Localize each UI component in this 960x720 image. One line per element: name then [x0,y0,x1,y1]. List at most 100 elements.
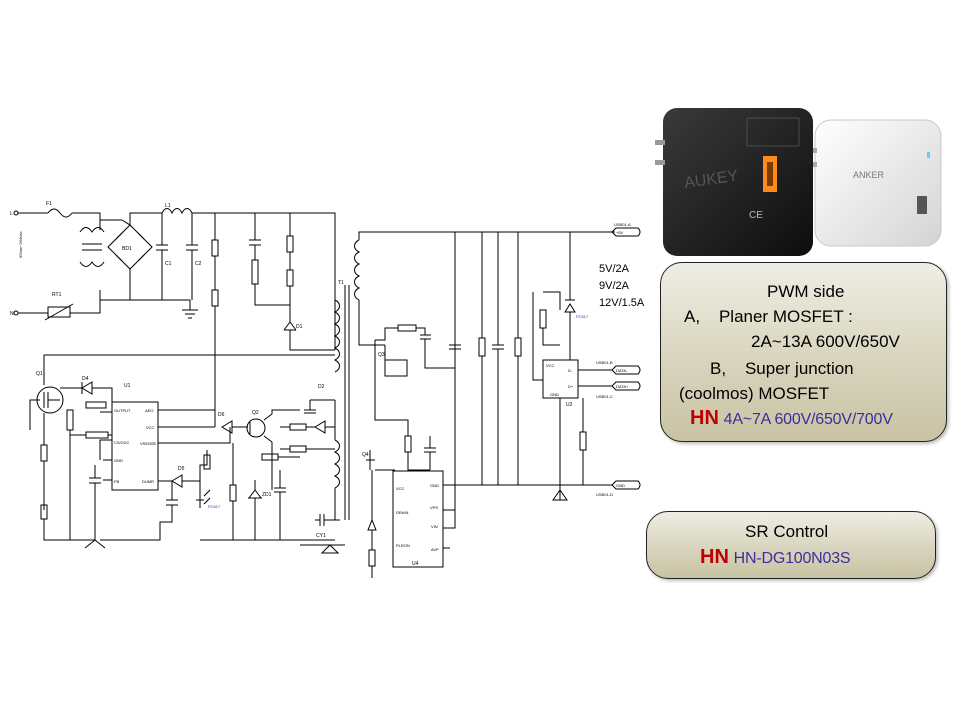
transformer-secondary [354,239,361,301]
resistor-r25 [85,431,109,439]
pwm-title: PWM side [767,282,845,301]
resistor-r2 [251,259,259,285]
label-u1-cs: CS/CDC [114,440,129,445]
label-u4-plron: PLRON [396,543,410,548]
label-u2-vcc: VCC [546,363,555,368]
capacitor-c12 [100,481,178,541]
label-c2: C2 [195,261,202,267]
capacitor-c14 [424,436,436,470]
connector-vbus [596,227,641,237]
label-usb-gnd: USB01-D [596,492,613,497]
label-u4: U4 [412,561,419,567]
label-usb-vbus: USB01-A [614,222,631,227]
label-u4-vcc: VCC [396,486,405,491]
resistor-r6 [203,454,211,470]
resistor-r18 [211,289,219,307]
diode-d6 [214,415,248,434]
diode-d3 [367,470,377,531]
capacitor-c11 [274,470,286,540]
label-ac-neutral: N [10,311,14,317]
spec-12v: 12V/1.5A [599,297,645,309]
label-conn-data-pos: DATA+ [616,384,629,389]
anker-logo-text: ANKER [853,170,885,180]
white-charger: ANKER [803,119,942,247]
label-pc817-a: PC817 [576,314,589,319]
resistor-r16 [261,453,279,461]
label-rt1: RT1 [52,292,62,298]
resistor-r1 [286,235,294,253]
label-l1: L1 [165,203,171,209]
label-pc817-b: PC817 [208,504,221,509]
connector-gnd [596,480,641,490]
transformer-aux [333,439,340,489]
label-d5: D5 [178,466,185,472]
capacitor-c2 [186,213,198,300]
resistor-r23 [478,337,486,357]
resistor-r17 [289,445,307,453]
resistor-r14 [289,423,307,431]
label-u1-output: OUTPUT [114,408,131,413]
fuse-symbol [47,208,73,218]
resistor-r13 [514,337,522,357]
label-d2: D2 [318,384,325,390]
zener-zd1 [248,480,262,540]
ic-u4 [392,470,444,568]
capacitor-c1 [156,213,168,300]
label-q3: Q3 [378,352,385,358]
ac-neutral-terminal [13,310,19,316]
capacitor-c3 [249,213,261,260]
label-conn-data-neg: DATA- [616,368,628,373]
label-f1: F1 [46,201,52,207]
pwm-line-b: B, Super junction [710,359,854,378]
ce-mark-icon: CE [749,210,763,221]
resistor-r21 [404,435,412,453]
ac-line-terminal [13,210,19,216]
optocoupler-u3b [196,489,211,508]
capacitor-cy1 [315,514,340,526]
label-u4-vin: VIN [431,524,438,529]
pwm-line-a-spec: 2A~13A 600V/650V [751,332,900,351]
label-usb-data-neg: USB01-B [596,360,613,365]
optocoupler-u3a [564,299,576,313]
label-q2: Q2 [252,410,259,416]
pwm-hn-row: HN 4A~7A 600V/650V/700V [690,407,893,430]
diode-d5 [171,474,200,488]
pwm-line-a: A, Planer MOSFET : [684,307,853,326]
connector-data-neg [596,365,641,375]
resistor-r3 [211,239,219,257]
label-q4: Q4 [362,452,369,458]
label-u2-dplus: D+ [568,384,574,389]
pwm-hn-part: 4A~7A 600V/650V/700V [723,411,893,428]
mosfet-q3 [384,359,408,377]
label-u1-vsense: VSENSE [140,441,157,446]
label-u1-aeo: AEO [145,408,153,413]
label-u4-vps: VPS [430,505,438,510]
pwm-side-callout [660,262,947,442]
resistor-r7 [368,549,376,567]
black-charger: AUKEY CE [655,108,813,256]
label-q1: Q1 [36,371,43,377]
label-u2: U2 [566,402,573,408]
transistor-q2 [246,418,266,438]
charger-photos: ANKER AUKEY CE [655,108,942,256]
label-u1-gnd: GND [114,458,123,463]
label-ac-range: 90Vac~264Vac [18,231,23,258]
capacitor-c13 [416,327,431,340]
label-usb-data-pos: USB01-C [596,394,613,399]
sr-control-callout [646,511,936,579]
resistor-r5 [229,484,237,502]
ic-u1 [111,401,159,491]
capacitor-c8 [304,399,335,414]
label-u2-gnd: GND [550,392,559,397]
label-c1: C1 [165,261,172,267]
thermistor-rt1 [47,306,71,318]
sr-hn-brand: HN [700,546,729,568]
resistor-r4 [66,409,74,431]
capacitor-c7 [449,232,461,485]
label-cy1: CY1 [316,533,326,539]
transformer-core [344,285,350,520]
mosfet-q4 [366,450,395,471]
sr-hn-part: HN-DG100N03S [733,550,851,567]
resistor-r8 [85,401,107,409]
connector-data-pos [596,381,641,391]
